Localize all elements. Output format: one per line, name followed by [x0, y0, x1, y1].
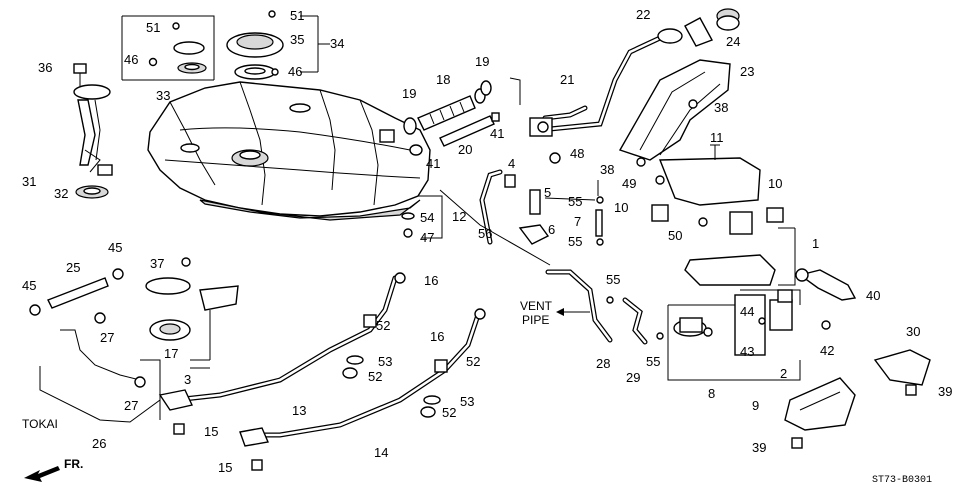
two-way-valve	[667, 289, 801, 381]
callout-32: 32	[54, 186, 68, 201]
callout-15b: 15	[218, 460, 232, 475]
vent-pipes	[439, 189, 648, 345]
callout-42: 42	[820, 343, 834, 358]
callout-47: 47	[420, 230, 434, 245]
callout-44: 44	[740, 304, 754, 319]
tokai-label: TOKAI	[22, 417, 58, 431]
callout-10a: 10	[614, 200, 628, 215]
callout-numbers: 1234567891010111213141515161617181919202…	[22, 7, 952, 475]
callout-34: 34	[330, 36, 344, 51]
callout-1: 1	[812, 236, 819, 251]
callout-29: 29	[626, 370, 640, 385]
gasket-group	[121, 10, 330, 81]
callout-45a: 45	[108, 240, 122, 255]
fuel-sender-assembly	[73, 63, 113, 199]
callout-50: 50	[668, 228, 682, 243]
diagram-code: ST73-B0301	[872, 475, 932, 486]
callout-9: 9	[752, 398, 759, 413]
callout-56: 56	[478, 226, 492, 241]
callout-20: 20	[458, 142, 472, 157]
vent-hoses	[479, 169, 664, 340]
callout-11: 11	[710, 130, 724, 145]
callout-18: 18	[436, 72, 450, 87]
callout-26: 26	[92, 436, 106, 451]
callout-49: 49	[622, 176, 636, 191]
filler-pipe	[509, 8, 740, 164]
callout-35: 35	[290, 32, 304, 47]
callout-25: 25	[66, 260, 80, 275]
callout-51a: 51	[146, 20, 160, 35]
callout-23: 23	[740, 64, 754, 79]
callout-22: 22	[636, 7, 650, 22]
callout-14: 14	[374, 445, 388, 460]
callout-39a: 39	[938, 384, 952, 399]
callout-52c: 52	[466, 354, 480, 369]
callout-27b: 27	[124, 398, 138, 413]
callout-21: 21	[560, 72, 574, 87]
callout-16a: 16	[424, 273, 438, 288]
front-arrow-icon	[24, 466, 60, 482]
tank-bracket-lines	[401, 195, 443, 239]
callout-2: 2	[780, 366, 787, 381]
vent-pipe-arrow-icon	[556, 308, 590, 316]
callout-52b: 52	[368, 369, 382, 384]
callout-38a: 38	[714, 100, 728, 115]
filler-hoses	[403, 80, 500, 156]
callout-30: 30	[906, 324, 920, 339]
callout-28: 28	[596, 356, 610, 371]
callout-55a: 55	[568, 194, 582, 209]
callout-16b: 16	[430, 329, 444, 344]
bracket-40	[795, 268, 857, 330]
callout-39b: 39	[752, 440, 766, 455]
callout-31: 31	[22, 174, 36, 189]
callout-55c: 55	[606, 272, 620, 287]
callout-17: 17	[164, 346, 178, 361]
callout-48: 48	[570, 146, 584, 161]
callout-5: 5	[544, 185, 551, 200]
callout-8: 8	[708, 386, 715, 401]
callout-52a: 52	[376, 318, 390, 333]
callout-40: 40	[866, 288, 880, 303]
vent-label-line1: VENT	[520, 299, 553, 313]
callout-45b: 45	[22, 278, 36, 293]
tank-straps	[158, 272, 486, 471]
fuel-pump-assembly	[29, 257, 239, 423]
callout-24: 24	[726, 34, 740, 49]
callout-12: 12	[452, 209, 466, 224]
callout-3: 3	[184, 372, 191, 387]
callout-38b: 38	[600, 162, 614, 177]
callout-53a: 53	[378, 354, 392, 369]
callout-19b: 19	[475, 54, 489, 69]
front-label: FR.	[64, 457, 83, 471]
skid-guards	[784, 349, 931, 449]
callout-4: 4	[508, 156, 515, 171]
callout-51b: 51	[290, 8, 304, 23]
callout-41a: 41	[490, 126, 504, 141]
callout-10b: 10	[768, 176, 782, 191]
callout-53b: 53	[460, 394, 474, 409]
callout-36: 36	[38, 60, 52, 75]
callout-52d: 52	[442, 405, 456, 420]
callout-46b: 46	[288, 64, 302, 79]
callout-6: 6	[548, 222, 555, 237]
fuel-tank	[147, 81, 431, 221]
canister-assembly	[636, 144, 796, 286]
callout-41b: 41	[426, 156, 440, 171]
callout-13: 13	[292, 403, 306, 418]
callout-55d: 55	[646, 354, 660, 369]
callout-33: 33	[156, 88, 170, 103]
callout-19a: 19	[402, 86, 416, 101]
callout-7: 7	[574, 214, 581, 229]
callout-54: 54	[420, 210, 434, 225]
callout-37: 37	[150, 256, 164, 271]
callout-46a: 46	[124, 52, 138, 67]
callout-27a: 27	[100, 330, 114, 345]
vent-label-line2: PIPE	[522, 313, 549, 327]
callout-43: 43	[740, 344, 754, 359]
callout-15a: 15	[204, 424, 218, 439]
callout-55b: 55	[568, 234, 582, 249]
